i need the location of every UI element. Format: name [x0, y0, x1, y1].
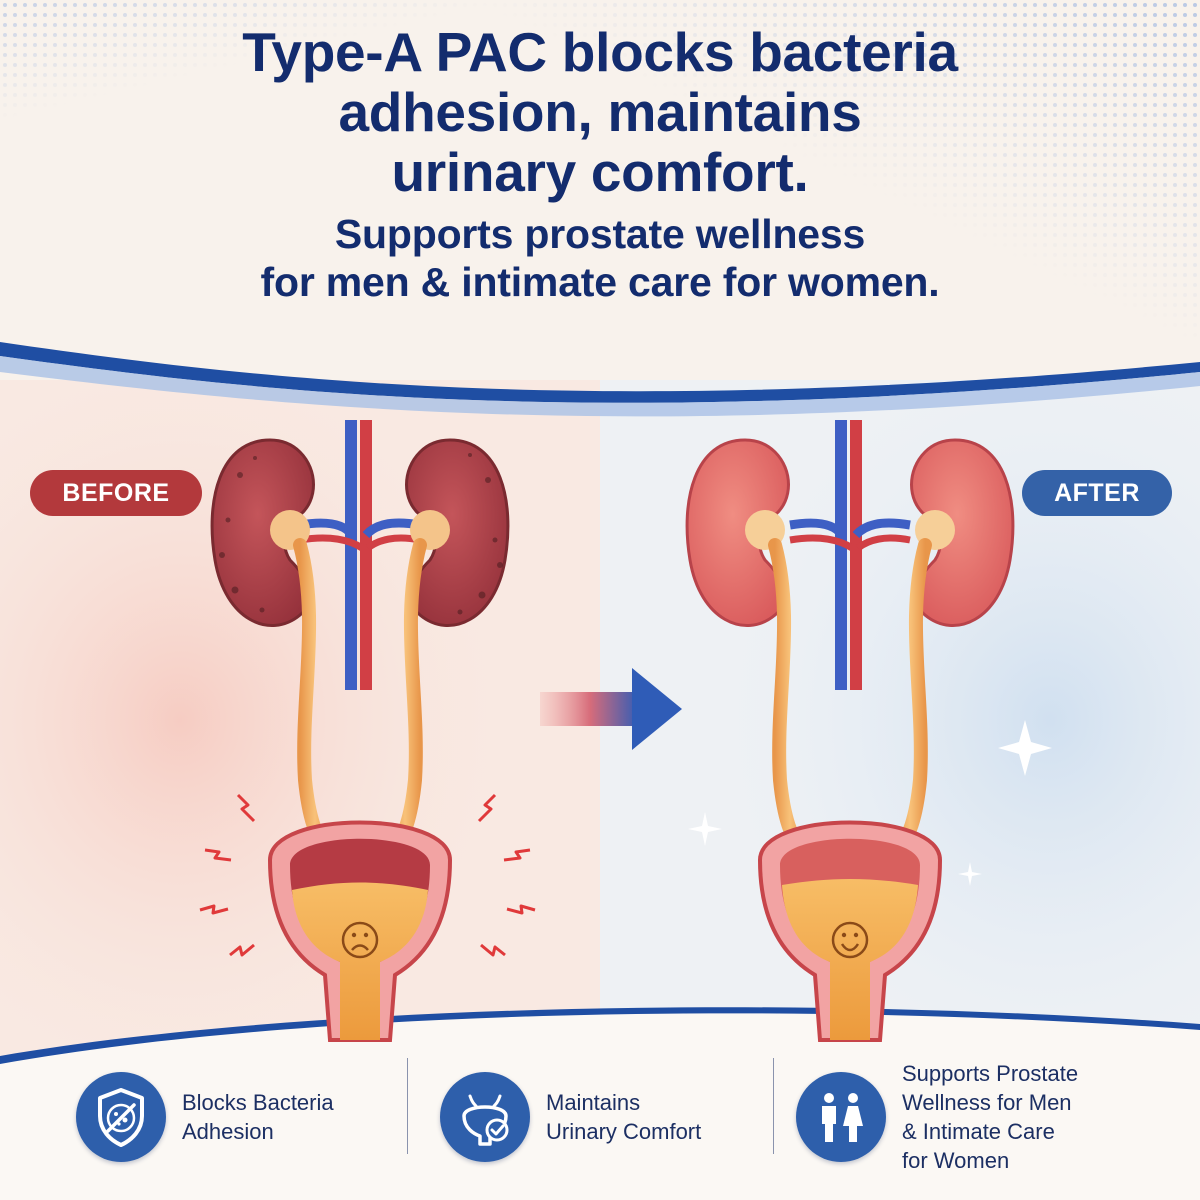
after-illustration: [685, 420, 1052, 1042]
before-to-after-arrow: [540, 668, 682, 750]
headline: Type-A PAC blocks bacteria adhesion, mai…: [0, 22, 1200, 306]
feature-prostate-intimate: Supports Prostate Wellness for Men & Int…: [796, 1052, 1078, 1182]
badge: [796, 1072, 886, 1162]
bladder-check-icon: [462, 1094, 509, 1146]
feature-label-line: Adhesion: [182, 1119, 274, 1144]
shield-bacteria-icon: [98, 1088, 144, 1147]
man-woman-icon: [822, 1093, 863, 1142]
headline-line: adhesion, maintains: [338, 81, 862, 143]
feature-label-line: Blocks Bacteria: [182, 1090, 334, 1115]
headline-secondary: Supports prostate wellness for men & int…: [0, 210, 1200, 306]
happy-face-icon: [831, 921, 869, 959]
headline-primary: Type-A PAC blocks bacteria adhesion, mai…: [0, 22, 1200, 202]
headline-line: Type-A PAC blocks bacteria: [242, 21, 958, 83]
before-illustration: [199, 420, 536, 1042]
badge: [440, 1072, 530, 1162]
feature-label-line: for Women: [902, 1148, 1010, 1173]
feature-label-line: & Intimate Care: [902, 1119, 1055, 1144]
feature-label-line: Supports Prostate: [902, 1061, 1079, 1086]
sad-face-icon: [341, 921, 379, 959]
feature-label: Maintains Urinary Comfort: [546, 1088, 701, 1146]
sparkle-icon: [688, 720, 1052, 886]
feature-label-line: Urinary Comfort: [546, 1119, 702, 1144]
feature-blocks-bacteria: Blocks Bacteria Adhesion: [76, 1052, 334, 1182]
subheadline-line: Supports prostate wellness: [334, 211, 866, 257]
divider: [773, 1058, 774, 1154]
headline-line: urinary comfort.: [391, 141, 809, 203]
feature-label: Blocks Bacteria Adhesion: [182, 1088, 334, 1146]
pain-spark-icon: [199, 793, 536, 957]
feature-label-line: Maintains: [546, 1090, 641, 1115]
before-label: BEFORE: [30, 470, 202, 516]
badge: [76, 1072, 166, 1162]
feature-urinary-comfort: Maintains Urinary Comfort: [440, 1052, 701, 1182]
feature-label-line: Wellness for Men: [902, 1090, 1072, 1115]
feature-label: Supports Prostate Wellness for Men & Int…: [902, 1059, 1078, 1175]
subheadline-line: for men & intimate care for women.: [260, 259, 940, 305]
divider: [407, 1058, 408, 1154]
after-label: AFTER: [1022, 470, 1172, 516]
